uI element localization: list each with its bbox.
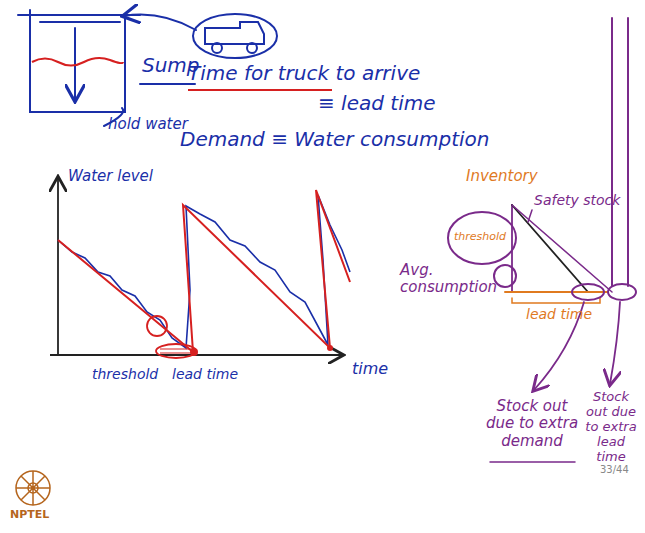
figure-label: lead time	[526, 306, 592, 322]
logo-text: NPTEL	[10, 509, 49, 522]
axis-label: time	[352, 360, 388, 378]
heading-note: Time for truck to arrive	[188, 62, 420, 85]
callout-note: Stock out due to extra demand	[482, 398, 582, 450]
heading-note: ≡ lead time	[318, 92, 435, 115]
chart-note: lead time	[172, 366, 238, 382]
page-number: 33/44	[600, 464, 629, 476]
tank-note: hold water	[108, 116, 188, 133]
heading-note: Demand ≡ Water consumption	[180, 128, 489, 151]
callout-note: Stock out due to extra lead time	[582, 390, 640, 465]
figure-label: Avg. consumption	[400, 262, 492, 297]
figure-label: Safety stock	[534, 192, 620, 208]
chart-note: threshold	[92, 366, 158, 382]
figure-label: Inventory	[466, 168, 538, 185]
axis-label: Water level	[68, 168, 153, 185]
figure-label: threshold	[454, 231, 506, 244]
